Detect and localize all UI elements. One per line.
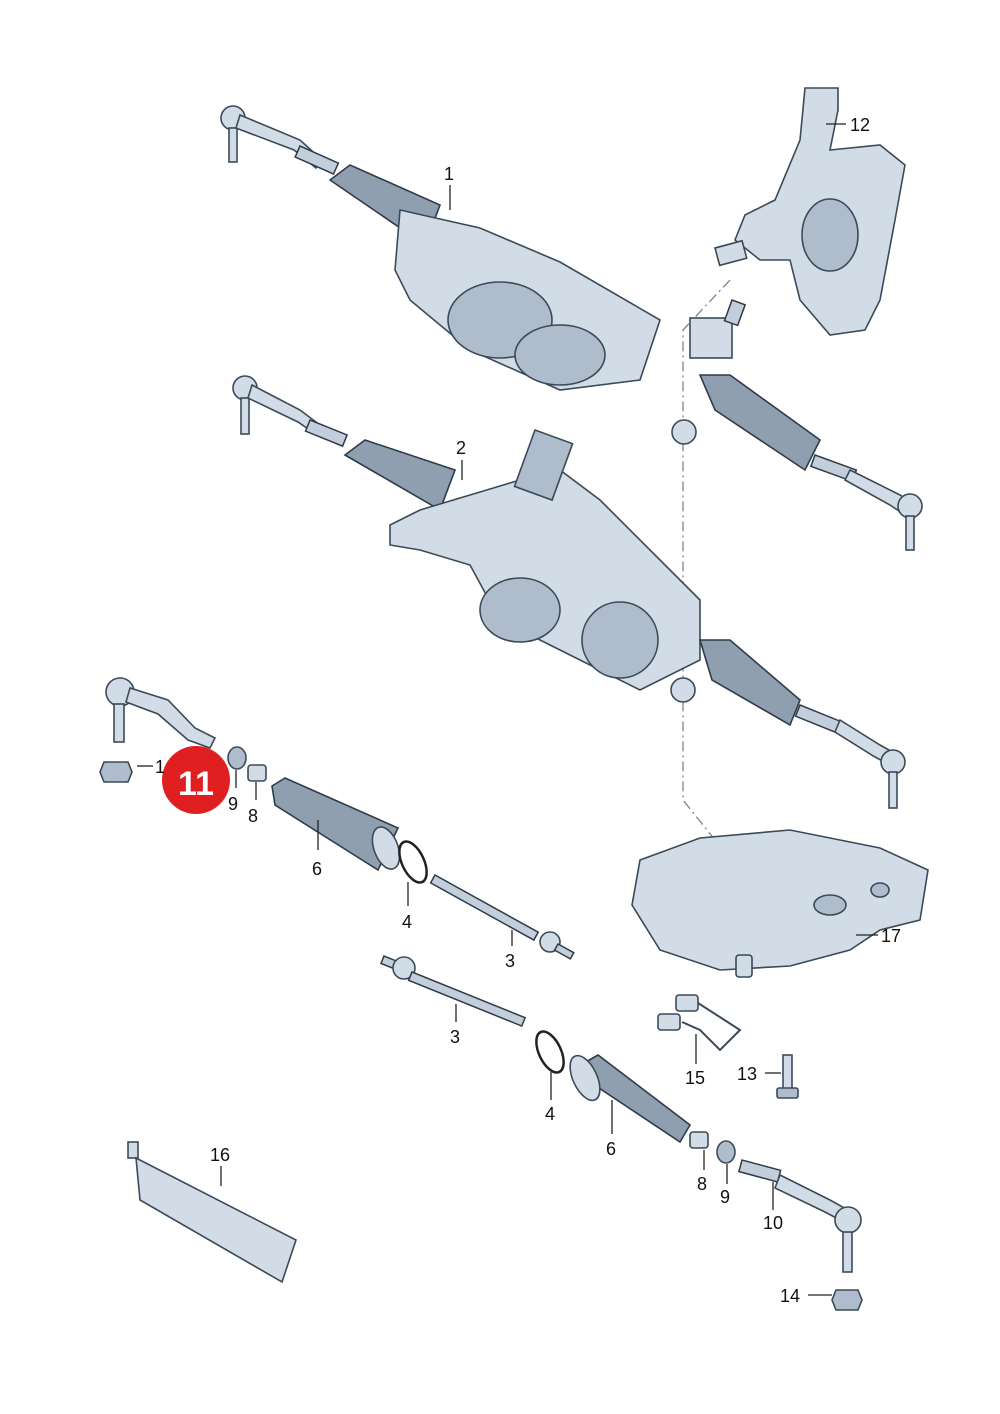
- highlight-marker: 11: [162, 746, 230, 814]
- label-17: 17: [881, 926, 901, 946]
- tie-rod-end-10: [737, 1159, 862, 1273]
- panel-hole: [813, 894, 847, 916]
- tie-rod-end-left: [105, 677, 217, 749]
- clamp-4-lower: [535, 1030, 565, 1074]
- label-13: 13: [737, 1064, 757, 1084]
- boot-6-lower-end: [569, 1054, 601, 1102]
- steering-knuckle: [714, 87, 906, 336]
- label-14: 14: [780, 1286, 800, 1306]
- label-3-upper: 3: [505, 951, 515, 971]
- highlight-number: 11: [178, 765, 214, 803]
- label-9-left: 9: [228, 794, 238, 814]
- nut-9-left: [227, 746, 247, 770]
- bolt-13: [776, 1054, 799, 1099]
- boot-6-left-end: [371, 826, 401, 870]
- highlight-circle: [162, 746, 230, 814]
- nut-9-lower: [716, 1140, 736, 1164]
- tie-rod-3-upper: [429, 873, 575, 960]
- reference-line: [682, 279, 731, 841]
- tie-rod-3-lower: [380, 955, 527, 1028]
- label-1-partial: 1: [155, 757, 165, 777]
- label-10: 10: [763, 1213, 783, 1233]
- steering-gear-2: [232, 375, 906, 809]
- label-12: 12: [850, 115, 870, 135]
- label-15: 15: [685, 1068, 705, 1088]
- label-6-lower: 6: [606, 1139, 616, 1159]
- steering-gear-1: [220, 105, 923, 551]
- boot-6-lower: [570, 1054, 692, 1144]
- label-6-left: 6: [312, 859, 322, 879]
- self-locking-nut-14: [831, 1289, 863, 1311]
- label-1: 1: [444, 164, 454, 184]
- clamp-8-left: [247, 764, 267, 782]
- noise-insulation-panel-17: [631, 829, 929, 971]
- grease-tube-16: [127, 1141, 297, 1284]
- label-16: 16: [210, 1145, 230, 1165]
- label-3-lower: 3: [450, 1027, 460, 1047]
- label-4-upper: 4: [402, 912, 412, 932]
- label-8-lower: 8: [697, 1174, 707, 1194]
- wiring-harness-15: [657, 994, 742, 1052]
- panel-hole: [870, 882, 890, 898]
- label-9-lower: 9: [720, 1187, 730, 1207]
- label-8-left: 8: [248, 806, 258, 826]
- label-2: 2: [456, 438, 466, 458]
- panel-mount: [735, 954, 753, 978]
- self-locking-nut-left: [99, 761, 133, 783]
- label-4-lower: 4: [545, 1104, 555, 1124]
- clamp-4-upper: [398, 840, 428, 884]
- clamp-8-lower: [689, 1131, 709, 1149]
